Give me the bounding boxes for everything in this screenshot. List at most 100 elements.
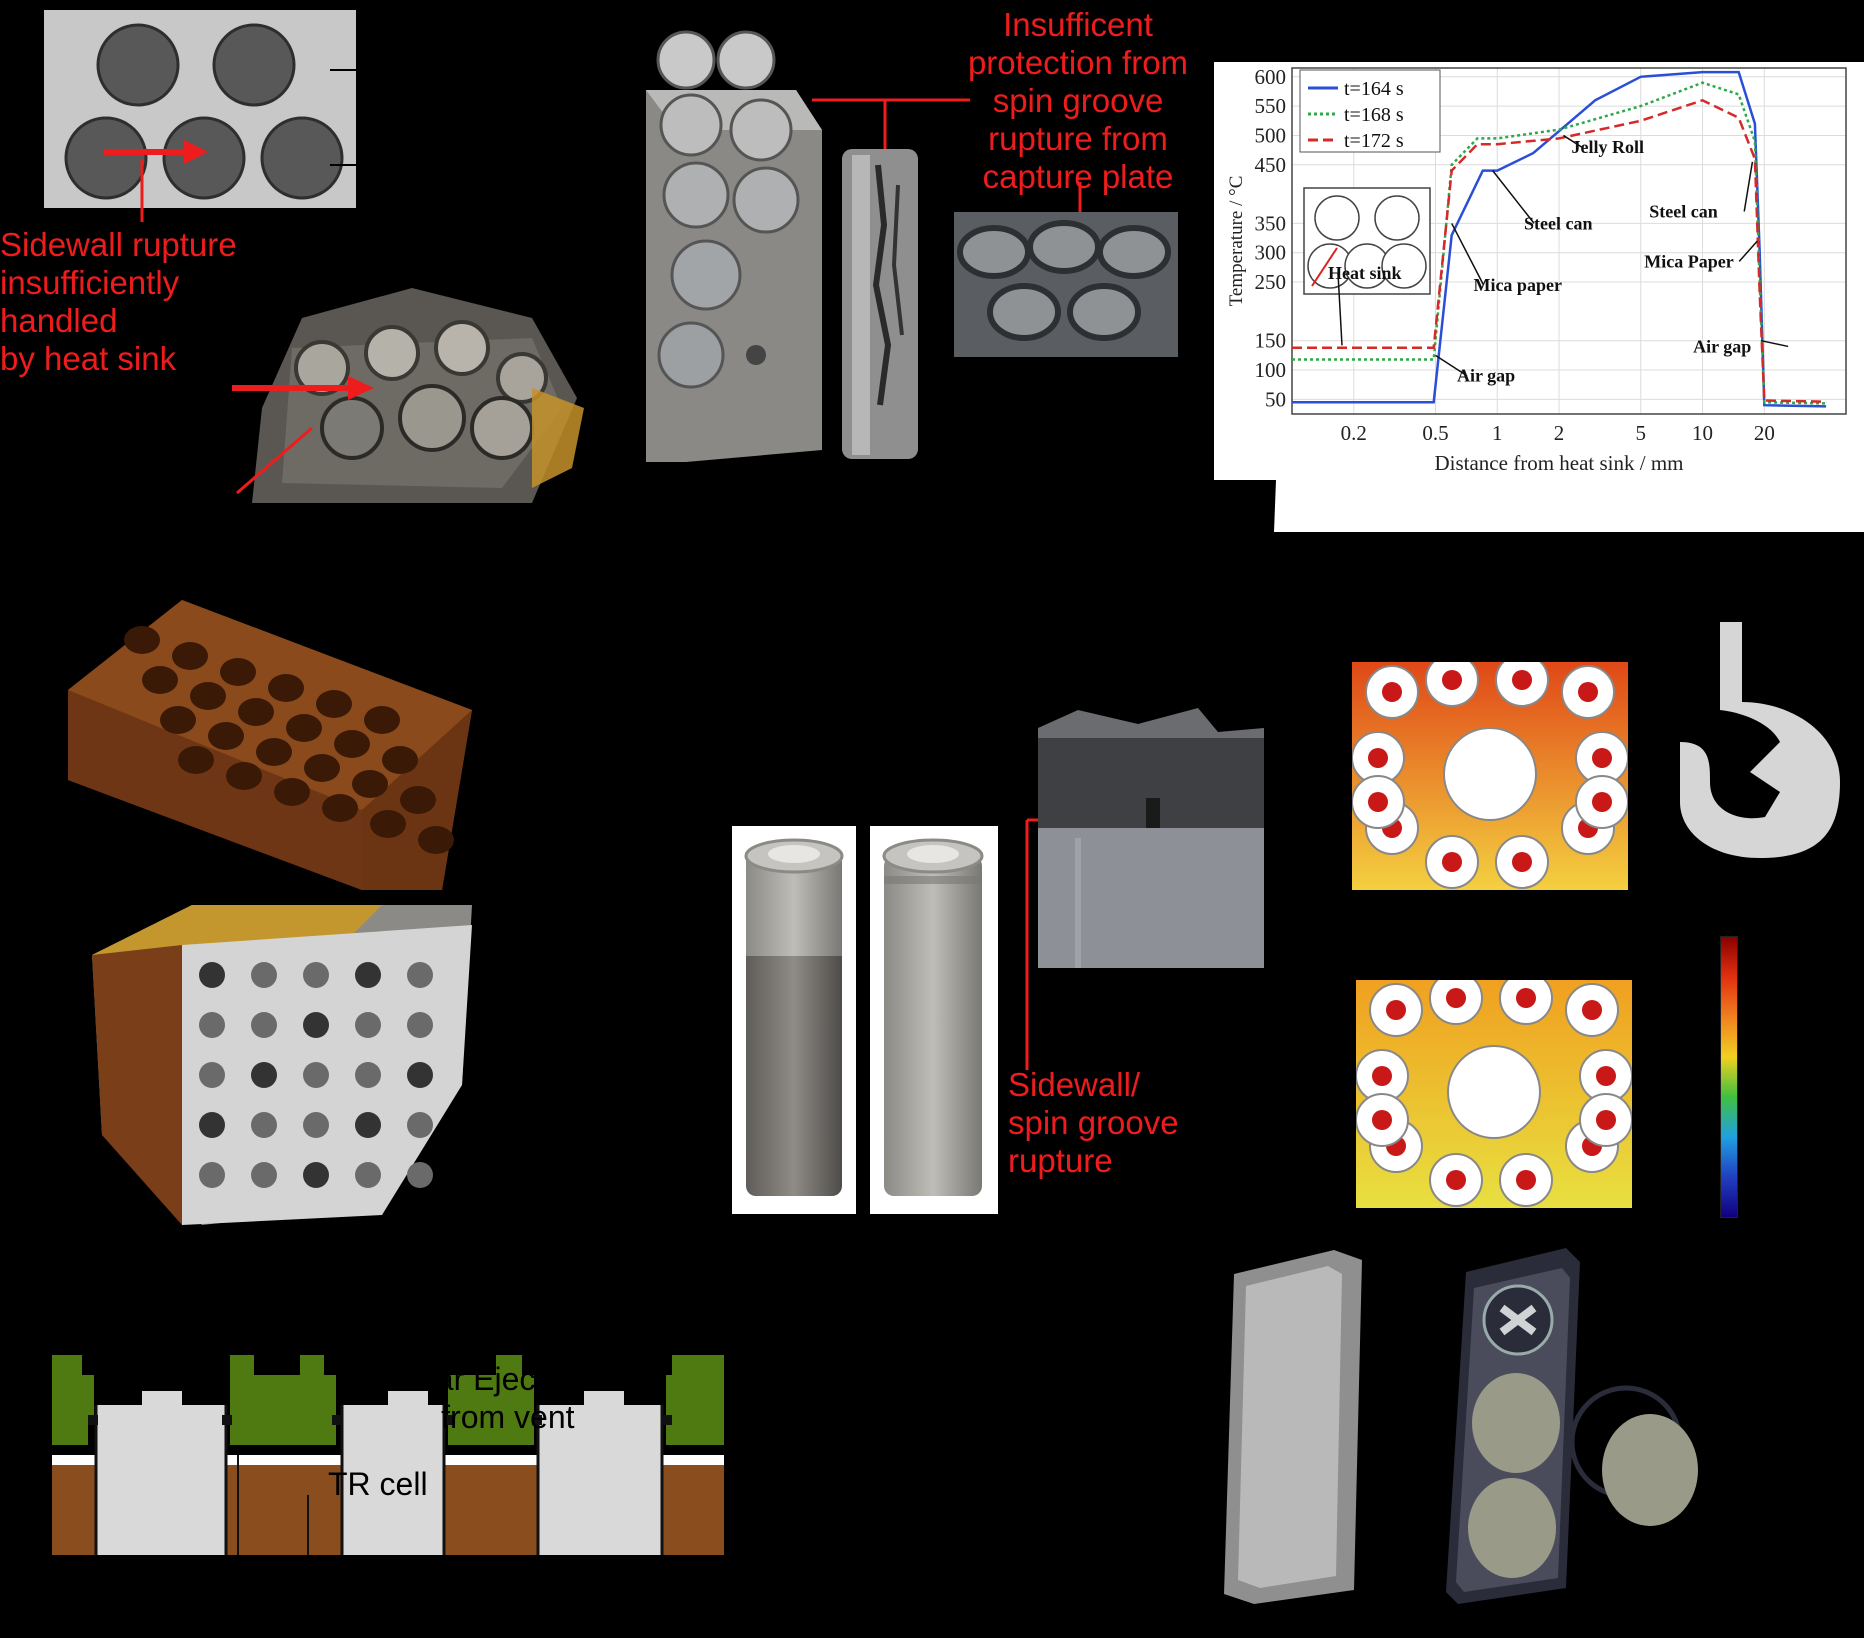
legend-label: t=164 s [1344, 78, 1404, 100]
annotation-leader [1562, 134, 1582, 148]
annotation-leader [1743, 161, 1754, 212]
sim-cell-core [1516, 1170, 1536, 1190]
brick-hole [382, 746, 418, 774]
chart-annotation: Mica Paper [1644, 251, 1733, 271]
chart-annotation: Heat sink [1328, 263, 1402, 283]
module-hole [303, 962, 329, 988]
chart-annotation: Air gap [1457, 366, 1515, 386]
inset-cell [1381, 243, 1427, 289]
brick-hole [316, 690, 352, 718]
module-hole [303, 1112, 329, 1138]
sidewall-rupture-label: Sidewall rupture insufficiently handled … [0, 226, 237, 377]
chart-annotation: Air gap [1693, 336, 1751, 356]
cross-section-diagram [52, 1355, 724, 1555]
brick-hole [160, 706, 196, 734]
brick-holder-photo [62, 600, 472, 890]
chart-annotation: Mica paper [1473, 275, 1561, 295]
cell-holder-sketch [1680, 622, 1842, 860]
y-tick-label: 350 [1255, 211, 1287, 235]
module-hole [355, 1012, 381, 1038]
annotation-leader [1738, 240, 1758, 262]
annotation-leader [1435, 354, 1468, 377]
sim-cell-core [1578, 682, 1598, 702]
chart-annotation: Steel can [1649, 202, 1717, 222]
brick-hole [238, 698, 274, 726]
brick-hole [142, 666, 178, 694]
cell-circle [260, 116, 344, 200]
annotation-leader [1492, 170, 1535, 224]
cell-render-1 [732, 826, 856, 1214]
module-hole [199, 1112, 225, 1138]
sim-cell-core [1512, 670, 1532, 690]
module-hole [251, 1162, 277, 1188]
cell-circle [64, 116, 148, 200]
module-hole [251, 962, 277, 988]
sidewall-spin-label: Sidewall/ spin groove rupture [1008, 1066, 1179, 1179]
module-hole [407, 1062, 433, 1088]
sim-cell-core [1512, 852, 1532, 872]
sim-cell-core [1446, 988, 1466, 1008]
inset-cell [1374, 195, 1420, 241]
cell-render-2 [870, 826, 998, 1214]
y-axis-label: Temperature / °C [1226, 176, 1247, 307]
brick-hole [322, 794, 358, 822]
sim-cell-core [1596, 1066, 1616, 1086]
brick-hole [172, 642, 208, 670]
x-axis-label: Distance from heat sink / mm [1434, 451, 1683, 475]
sim-cell-core [1592, 748, 1612, 768]
module-hole [199, 1062, 225, 1088]
cell-circle [96, 23, 180, 107]
brick-hole [190, 682, 226, 710]
x-tick-label: 0.5 [1422, 421, 1448, 445]
module-hole [251, 1112, 277, 1138]
y-tick-label: 500 [1255, 123, 1287, 147]
spin-groove-label: Insufficent protection from spin groove … [967, 6, 1189, 195]
y-tick-label: 150 [1255, 329, 1287, 353]
chart-annotation: Steel can [1524, 213, 1592, 233]
module-hole [355, 1062, 381, 1088]
module-hole [251, 1012, 277, 1038]
burnt-module-photo [210, 258, 584, 508]
cell-circle [212, 23, 296, 107]
y-tick-label: 250 [1255, 270, 1287, 294]
brick-hole [274, 778, 310, 806]
y-tick-label: 600 [1255, 65, 1287, 89]
brick-hole [370, 810, 406, 838]
brick-hole [208, 722, 244, 750]
legend-label: t=172 s [1344, 130, 1404, 152]
brick-hole [256, 738, 292, 766]
legend-box [1299, 69, 1441, 153]
series-line [1292, 98, 1827, 403]
x-tick-label: 1 [1492, 421, 1503, 445]
module-hole [355, 1162, 381, 1188]
module-hole [407, 1162, 433, 1188]
annotation-leader [1337, 273, 1343, 346]
y-tick-label: 300 [1255, 241, 1287, 265]
module-hole [303, 1062, 329, 1088]
sim-cell-core [1596, 1110, 1616, 1130]
module-hole [355, 1112, 381, 1138]
capture-plate-photo [954, 212, 1178, 357]
sim-cell-core [1368, 792, 1388, 812]
x-tick-label: 5 [1635, 421, 1646, 445]
module-hole [407, 962, 433, 988]
x-tick-label: 10 [1692, 421, 1713, 445]
sim-center-cell [1443, 727, 1537, 821]
brick-hole [304, 754, 340, 782]
enclosure-lid-render [1224, 1250, 1362, 1604]
sim-cell-core [1442, 670, 1462, 690]
sim-cell-core [1582, 1000, 1602, 1020]
sim-cell-core [1368, 748, 1388, 768]
sim-cell-core [1446, 1170, 1466, 1190]
gasket-disc-render [1569, 1380, 1700, 1530]
cell-schematic [44, 10, 356, 208]
capture-plate-block-photo [646, 30, 822, 462]
cell-circle [162, 116, 246, 200]
brick-hole [352, 770, 388, 798]
cell-schematic-svg [64, 23, 344, 200]
sim-cell-core [1382, 682, 1402, 702]
legend-label: t=168 s [1344, 104, 1404, 126]
ejecta-label: ear Ejecta th from vent [418, 1361, 598, 1435]
brick-hole [286, 714, 322, 742]
